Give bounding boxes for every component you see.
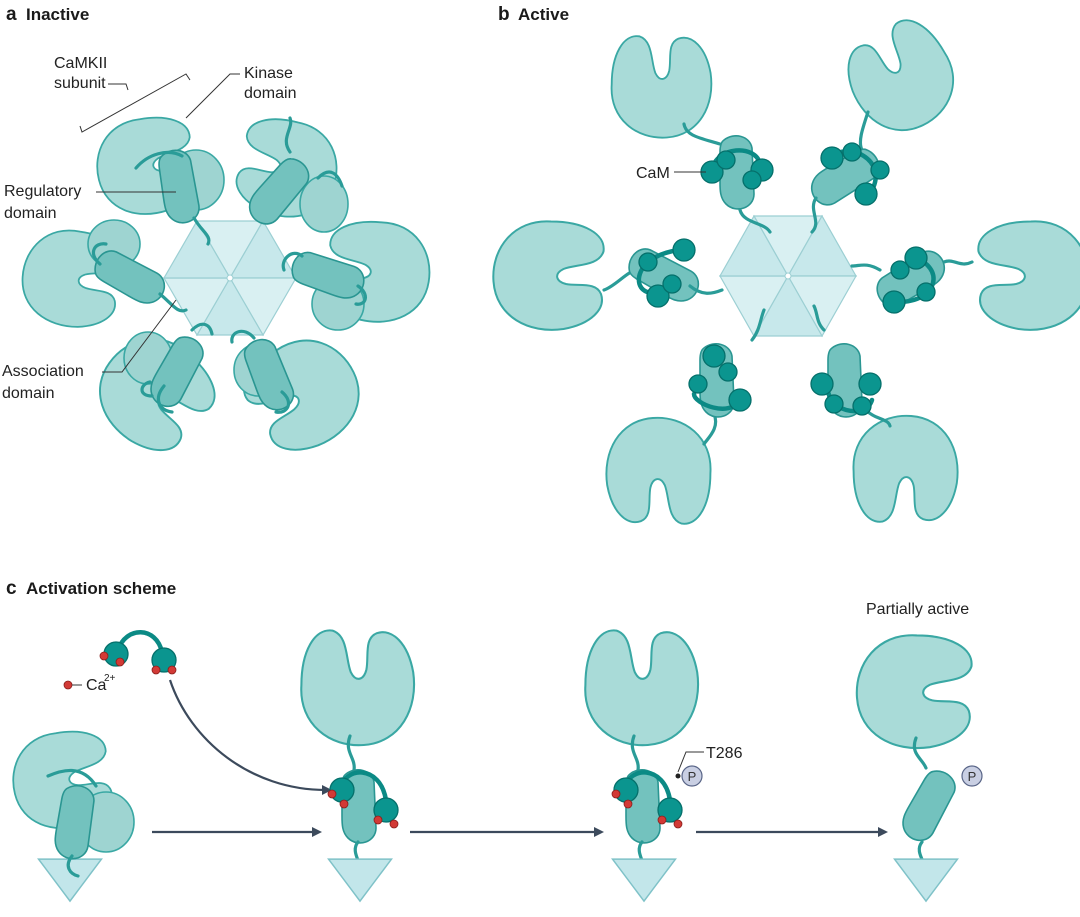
association-domain-leader — [102, 299, 177, 373]
t286-leader — [677, 751, 704, 773]
camkii-subunit-bracket — [79, 73, 191, 133]
panel-a-letter: a — [6, 4, 17, 25]
cam-binding-arrow — [168, 679, 327, 792]
camkii-subunit-leader — [108, 83, 129, 91]
inactive-subunit-left — [15, 219, 188, 334]
kinase-domain-label: Kinase domain — [185, 65, 296, 119]
active-subunit-right — [850, 220, 1080, 331]
regulatory-domain-label-line1: Regulatory — [4, 183, 81, 200]
inactive-subunit-bottom-left — [78, 317, 229, 468]
camkii-subunit-label: CaMKII subunit — [54, 55, 191, 133]
free-calmodulin — [99, 630, 177, 675]
calcium-ion-icon — [63, 680, 73, 690]
active-subunit-bottom-left — [605, 308, 766, 525]
inactive-holoenzyme: CaMKII subunit Kinase domain Regulatory … — [2, 55, 435, 468]
kinase-domain-label-line2: domain — [244, 85, 296, 102]
association-domain-label-line1: Association — [2, 363, 84, 380]
stage1-inactive-subunit — [4, 724, 135, 902]
panel-c-letter: c — [6, 578, 17, 599]
inactive-subunit-top-right — [227, 109, 349, 233]
panel-c-heading: Activation scheme — [26, 579, 176, 598]
partially-active-label: Partially active — [866, 601, 969, 618]
calcium-charge: 2+ — [104, 673, 116, 684]
calcium-label: Ca — [86, 677, 107, 694]
active-subunit-left — [492, 220, 724, 331]
step2-arrowhead — [594, 827, 604, 837]
panel-c-title: c Activation scheme — [6, 578, 176, 599]
t286-label: T286 — [706, 745, 743, 762]
inactive-subunit-bottom-right — [230, 321, 378, 467]
phosphate-icon-stage4 — [961, 765, 983, 787]
panel-b-letter: b — [498, 4, 510, 25]
active-subunit-bottom-right — [810, 304, 959, 523]
inactive-subunit-top-left — [88, 110, 225, 246]
step1-arrowhead — [312, 827, 322, 837]
association-hub — [162, 219, 298, 337]
activation-scheme: Ca 2+ — [4, 601, 983, 902]
panel-a-heading: Inactive — [26, 5, 89, 24]
phosphate-label: P — [688, 769, 697, 784]
association-hub-active — [718, 214, 858, 338]
association-domain-label-line2: domain — [2, 385, 54, 402]
active-subunit-top-left — [610, 35, 774, 234]
regulatory-domain-label-line2: domain — [4, 205, 56, 222]
association-domain-label: Association domain — [2, 299, 177, 402]
camkii-subunit-label-line2: subunit — [54, 75, 106, 92]
t286-site — [675, 773, 681, 779]
cam-label: CaM — [636, 165, 706, 182]
calcium-legend: Ca 2+ — [63, 673, 116, 694]
stage2-cam-bound-subunit — [300, 629, 416, 902]
cam-binding-arrowhead — [322, 785, 332, 795]
phosphate-label-stage4: P — [968, 769, 977, 784]
stage3-phosphorylated-subunit: P T286 — [584, 629, 743, 902]
inactive-subunit-right — [281, 217, 435, 331]
active-subunit-top-right — [804, 8, 972, 234]
panel-b-heading: Active — [518, 5, 569, 24]
kinase-domain-leader — [185, 73, 240, 119]
phosphate-icon — [681, 765, 703, 787]
stage4-partially-active-subunit: Partially active P — [855, 601, 983, 902]
camkii-subunit-label-line1: CaMKII — [54, 55, 107, 72]
panel-b-title: b Active — [498, 4, 569, 25]
step3-arrowhead — [878, 827, 888, 837]
regulatory-domain-label: Regulatory domain — [4, 183, 176, 222]
cam-label-text: CaM — [636, 165, 670, 182]
kinase-domain-label-line1: Kinase — [244, 65, 293, 82]
active-holoenzyme: CaM — [492, 8, 1080, 525]
panel-a-title: a Inactive — [6, 4, 89, 25]
